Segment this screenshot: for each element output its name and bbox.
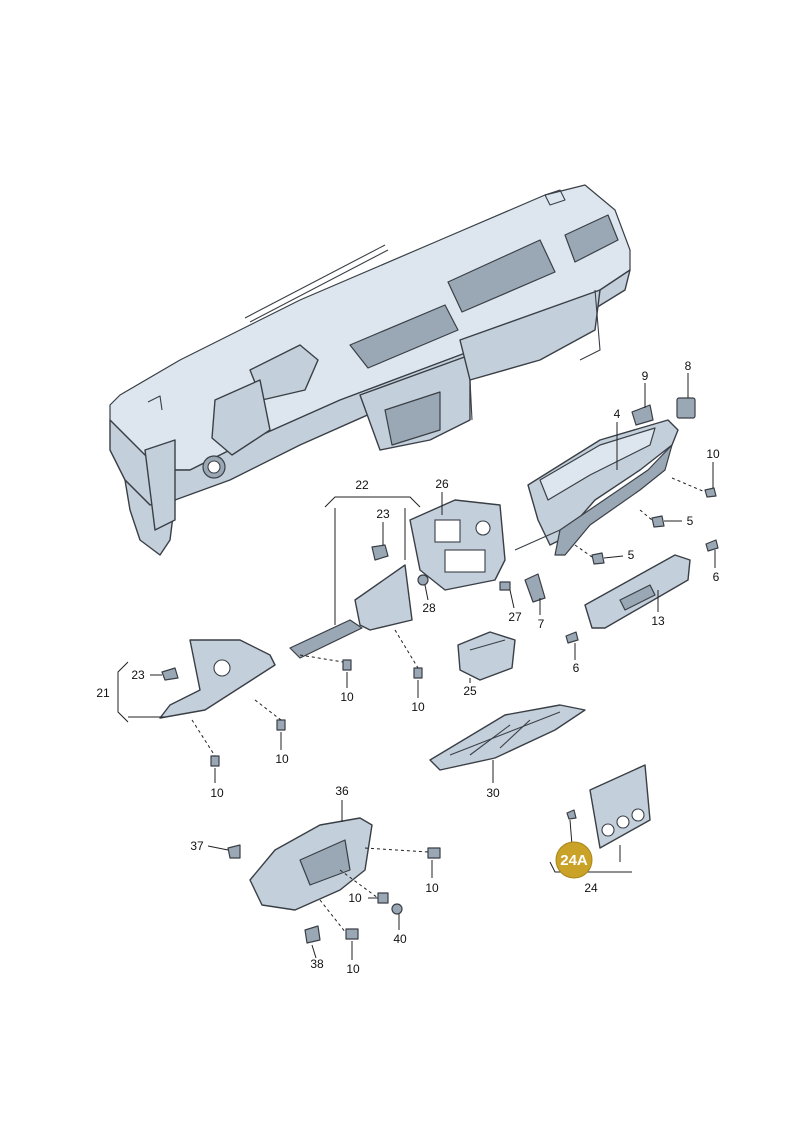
callout-5-a: 5 [687, 514, 694, 528]
lower-trim-part-21 [159, 639, 276, 719]
badge-24a-label: 24A [560, 852, 588, 869]
callout-36: 36 [335, 784, 349, 798]
bezel-part-24 [589, 764, 651, 849]
clip-part-37 [227, 844, 241, 859]
part-28 [417, 574, 429, 586]
callout-10-h: 10 [346, 962, 360, 976]
callout-40: 40 [393, 932, 407, 946]
dashboard-assembly [109, 184, 631, 556]
callout-26: 26 [435, 477, 449, 491]
trim-strip [289, 619, 363, 659]
callout-13: 13 [651, 614, 665, 628]
glovebox-part [514, 419, 679, 556]
callout-10-f: 10 [425, 881, 439, 895]
callout-22: 22 [355, 478, 369, 492]
callout-10-c: 10 [411, 700, 425, 714]
callout-30: 30 [486, 786, 500, 800]
screws [210, 487, 719, 940]
part-7 [524, 573, 546, 603]
clip-part-38 [304, 925, 321, 944]
callout-21: 21 [96, 686, 110, 700]
callout-8: 8 [685, 359, 692, 373]
callout-23-a: 23 [131, 668, 145, 682]
part-25 [457, 631, 516, 681]
callout-9: 9 [642, 369, 649, 383]
callout-10-a: 10 [706, 447, 720, 461]
callout-10-e: 10 [210, 786, 224, 800]
callout-23-b: 23 [376, 507, 390, 521]
callout-38: 38 [310, 957, 324, 971]
callout-badge-24a[interactable]: 24A [555, 841, 593, 879]
callout-37: 37 [190, 839, 204, 853]
center-frame-part [409, 499, 506, 591]
clip-part-9 [631, 404, 654, 426]
clip-part-24a [566, 809, 577, 820]
clip-part-8 [676, 397, 696, 419]
glovebox-lid-handle [619, 584, 656, 611]
callout-5-b: 5 [628, 548, 635, 562]
callout-6-a: 6 [713, 570, 720, 584]
clip-part-23b [371, 544, 389, 561]
callout-labels: 4 8 9 10 5 5 6 13 6 26 28 27 7 25 22 23 … [96, 359, 720, 976]
callout-6-b: 6 [573, 661, 580, 675]
callout-25: 25 [463, 684, 477, 698]
callout-7: 7 [538, 617, 545, 631]
callout-10-d: 10 [275, 752, 289, 766]
callout-28: 28 [422, 601, 436, 615]
grille-part-30 [429, 704, 586, 771]
clip-part-23a [161, 667, 179, 681]
callout-24: 24 [584, 881, 598, 895]
part-40 [391, 903, 403, 915]
trim-part-22 [354, 564, 413, 631]
leader-lines [117, 373, 716, 960]
callout-10-g: 10 [348, 891, 362, 905]
callout-10-b: 10 [340, 690, 354, 704]
callout-4: 4 [614, 407, 621, 421]
callout-27: 27 [508, 610, 522, 624]
